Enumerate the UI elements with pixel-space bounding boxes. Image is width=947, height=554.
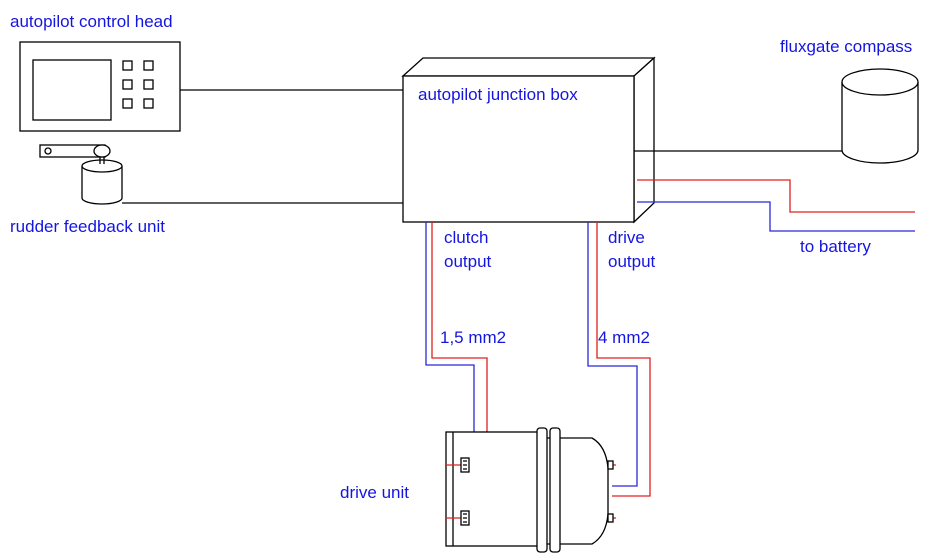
fluxgate-compass xyxy=(841,68,919,164)
drive-output-label-1: drive xyxy=(608,228,645,247)
control-head-label: autopilot control head xyxy=(10,12,173,31)
rudder-feedback-label: rudder feedback unit xyxy=(10,217,165,236)
rudder-feedback-unit xyxy=(39,144,123,205)
drive-wire-size: 4 mm2 xyxy=(598,328,650,347)
junction-box-label: autopilot junction box xyxy=(418,85,578,104)
drive-negative-wire xyxy=(587,222,638,487)
clutch-output-label-1: clutch xyxy=(444,228,488,247)
drive-output-label-2: output xyxy=(608,252,656,271)
clutch-output-label-2: output xyxy=(444,252,492,271)
drive-unit xyxy=(445,427,616,553)
clutch-negative-wire xyxy=(425,222,475,432)
junction-box xyxy=(401,56,656,224)
clutch-wire-size: 1,5 mm2 xyxy=(440,328,506,347)
drive-positive-wire xyxy=(596,222,651,497)
drive-unit-label: drive unit xyxy=(340,483,409,502)
fluxgate-label: fluxgate compass xyxy=(780,37,912,56)
battery-positive-wire xyxy=(637,179,915,213)
clutch-positive-wire xyxy=(431,222,488,432)
control-head xyxy=(19,41,181,132)
battery-negative-wire xyxy=(637,201,915,232)
battery-label: to battery xyxy=(800,237,871,256)
